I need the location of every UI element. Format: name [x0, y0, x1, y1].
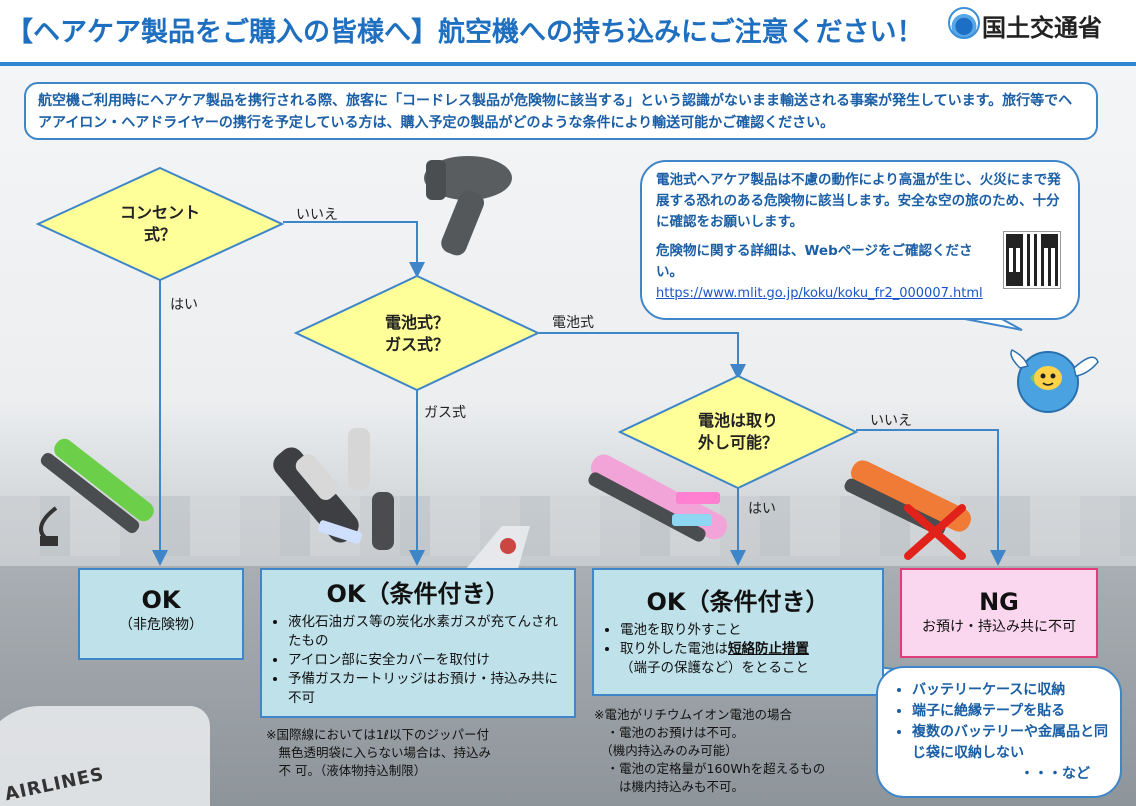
tip-item: 複数のバッテリーや金属品と同じ袋に収納しない	[912, 722, 1108, 764]
decision-outlet-line1: コンセント	[104, 202, 216, 224]
result-ok-sub: （非危険物）	[80, 614, 242, 634]
tip-item: バッテリーケースに収納	[912, 680, 1108, 701]
short-circuit-tips: バッテリーケースに収納 端子に絶縁テープを貼る 複数のバッテリーや金属品と同じ袋…	[876, 666, 1122, 798]
branch-label-q3-yes: はい	[748, 498, 776, 518]
gas-condition-item: アイロン部に安全カバーを取付け	[288, 651, 568, 670]
callout-warning-text: 電池式ヘアケア製品は不慮の動作により高温が生じ、火災にまで発展する恐れのある危険…	[656, 170, 1064, 233]
battery-note-line: （機内持込みのみ可能）	[594, 742, 825, 760]
battery-condition-item: 電池を取り外すこと	[620, 621, 876, 640]
decision-removable-line2: 外し可能？	[680, 432, 796, 454]
battery-condition-post: （端子の保護など）をとること	[620, 660, 809, 676]
green-straightener-image	[38, 435, 157, 546]
gas-note: ※国際線においては1ℓ以下のジッパー付 無色透明袋に入らない場合は、持込み 不 …	[266, 726, 491, 780]
battery-note-line: ・電池の定格量が160Whを超えるもの	[594, 760, 825, 778]
gas-curling-iron-image	[268, 428, 394, 550]
result-ok-gas-head: OK（条件付き）	[262, 574, 574, 609]
gas-note-line: ※国際線においては1ℓ以下のジッパー付	[266, 726, 491, 744]
result-ok-battery-head: OK（条件付き）	[594, 582, 882, 617]
result-ng-sub: お預け・持込み共に不可	[902, 616, 1096, 636]
decision-outlet-line2: 式？	[104, 224, 216, 246]
battery-note-line: は機内持込みも不可。	[594, 778, 825, 796]
battery-condition-item: 取り外した電池は短絡防止措置 （端子の保護など）をとること	[620, 640, 876, 678]
branch-label-q1-no: いいえ	[296, 204, 338, 224]
battery-note-line: ※電池がリチウムイオン電池の場合	[594, 706, 825, 724]
gas-note-line: 不 可。（液体物持込制限）	[266, 762, 491, 780]
callout-info-text: 危険物に関する詳細は、Webページをご確認ください。	[656, 241, 986, 283]
gas-note-line: 無色透明袋に入らない場合は、持込み	[266, 744, 491, 762]
qr-code-icon[interactable]	[1004, 232, 1060, 288]
tips-list: バッテリーケースに収納 端子に絶縁テープを貼る 複数のバッテリーや金属品と同じ袋…	[892, 680, 1108, 764]
gas-condition-item: 液化石油ガス等の炭化水素ガスが充てんされたもの	[288, 613, 568, 651]
decision-type-line1: 電池式？	[361, 312, 473, 334]
orange-straightener-image	[842, 457, 974, 538]
result-ok-non-dangerous: OK （非危険物）	[78, 568, 244, 660]
result-ng: NG お預け・持込み共に不可	[900, 568, 1098, 658]
decision-removable-text: 電池は取り 外し可能？	[680, 410, 796, 454]
decision-type-text: 電池式？ ガス式？	[361, 312, 473, 356]
tip-item: 端子に絶縁テープを貼る	[912, 701, 1108, 722]
result-ok-battery-conditional: OK（条件付き） 電池を取り外すこと 取り外した電池は短絡防止措置 （端子の保護な…	[592, 568, 884, 696]
decision-outlet-text: コンセント 式？	[104, 202, 216, 246]
branch-label-q2-battery: 電池式	[552, 312, 594, 332]
battery-condition-list: 電池を取り外すこと 取り外した電池は短絡防止措置 （端子の保護など）をとること	[594, 621, 882, 678]
branch-label-q2-gas: ガス式	[424, 402, 466, 422]
short-circuit-emphasis: 短絡防止措置	[728, 641, 809, 657]
mascot-image	[1010, 338, 1100, 418]
decision-type-line2: ガス式？	[361, 334, 473, 356]
branch-label-q1-yes: はい	[170, 294, 198, 314]
hair-dryer-image	[424, 156, 512, 258]
battery-condition-pre: 取り外した電池は	[620, 641, 728, 657]
tips-etc: ・・・など	[892, 764, 1108, 785]
result-ng-head: NG	[902, 588, 1096, 616]
result-ok-head: OK	[80, 586, 242, 614]
result-ok-gas-conditional: OK（条件付き） 液化石油ガス等の炭化水素ガスが充てんされたもの アイロン部に安…	[260, 568, 576, 718]
branch-label-q3-no: いいえ	[870, 410, 912, 430]
mlit-url-link[interactable]: https://www.mlit.go.jp/koku/koku_fr2_000…	[656, 283, 1064, 304]
gas-condition-list: 液化石油ガス等の炭化水素ガスが充てんされたもの アイロン部に安全カバーを取付け …	[262, 613, 574, 708]
decision-removable-line1: 電池は取り	[680, 410, 796, 432]
gas-condition-item: 予備ガスカートリッジはお預け・持込み共に不可	[288, 670, 568, 708]
battery-note: ※電池がリチウムイオン電池の場合 ・電池のお預けは不可。 （機内持込みのみ可能）…	[594, 706, 825, 796]
battery-note-line: ・電池のお預けは不可。	[594, 724, 825, 742]
